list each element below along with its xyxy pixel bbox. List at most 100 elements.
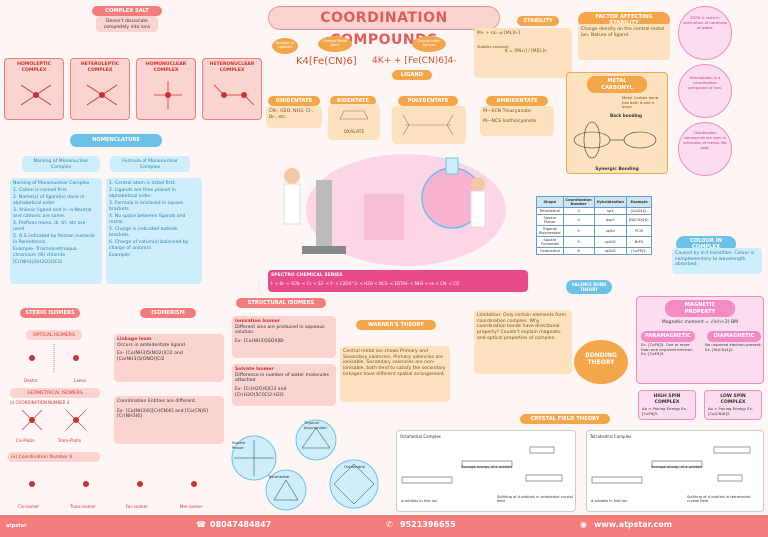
vbt-cell: Trigonal Bipyramidal	[536, 225, 564, 237]
heteroleptic-card: HETEROLEPTIC COMPLEX	[70, 58, 130, 120]
solvate-text: Difference in number of water molecules …	[235, 372, 329, 384]
unidentate-text: CN-, H2O, NH3, Cl-, Br-, etc.	[266, 106, 322, 128]
optical-heading: OPTICAL ISOMERS	[26, 330, 82, 340]
edta-note-text: EDTA is used in estimation of hardness o…	[683, 15, 727, 30]
vbt-cell: [CoCl4]2-	[625, 207, 653, 215]
homoleptic-heading: HOMOLEPTIC COMPLEX	[17, 62, 51, 73]
vbt-cell: 6	[562, 247, 595, 255]
edta-structure	[402, 114, 454, 136]
footer: atpstar ☎ 08047484847 ✆ 9521396655 ◉ www…	[0, 515, 768, 537]
vbt-cell: sp3d2	[593, 236, 627, 248]
hemoglobin-note-text: Hemoglobin is a coordination compound of…	[687, 75, 723, 90]
coordination-isomer-text: Coordination Entities are different.	[117, 399, 197, 404]
bidentate-box: OXALATE	[328, 104, 380, 140]
laevo-label: Laevo	[74, 378, 86, 383]
unidentate-heading: UNIDENTATE	[268, 96, 320, 106]
octa-split-label: Splitting of d-orbitals in octahedral cr…	[497, 495, 573, 504]
cft-heading: CRYSTAL FIELD THEORY	[520, 414, 610, 424]
heteroleptic-structure	[86, 85, 118, 106]
heteronuclear-heading: HETERONUCLEAR COMPLEX	[209, 62, 255, 73]
vbt-cell: sp3d2	[593, 247, 627, 255]
ligand-heading: LIGAND	[392, 70, 432, 80]
solvate-example: Ex- [Cr(H2O)6]Cl3 and [Cr(H2O)5Cl]Cl2·H2…	[235, 387, 287, 398]
formula-rule: 5. Charge is indicated outside brackets.	[109, 227, 178, 238]
stability-label: Stability constant	[477, 44, 509, 49]
tetra-avg-label: Average energy of d-orbitals	[651, 465, 703, 469]
central-metal-label: Central Metal Atom	[322, 39, 348, 47]
formula-rule: 2. Ligands are then placed in alphabetic…	[109, 188, 176, 199]
naming-rule: 2. Name(s) of ligand(s) done in alphabet…	[13, 195, 85, 207]
high-spin-heading: HIGH SPIN COMPLEX	[653, 394, 681, 405]
metal-carbonyl-note: Metal Carbon bond has both σ and π bond	[622, 95, 659, 110]
platin-structures	[21, 409, 87, 431]
vbt-col-hyb: Hybridization	[593, 196, 627, 208]
heteronuclear-card: HETERONUCLEAR COMPLEX	[202, 58, 262, 120]
ambidentate-heading: AMBIDENTATE	[486, 96, 548, 106]
ambidentate-text1: M—SCN Thiocyanate	[483, 109, 531, 114]
ambidentate-box: M—SCN Thiocyanate M—NCS Isothiocyanate	[480, 106, 554, 136]
cis-isomer-label: Cis-isomer	[18, 504, 40, 509]
tetra-splitting	[591, 446, 751, 484]
werner-heading: WARNER'S THEORY	[356, 320, 436, 330]
magnetic-moment: Magnetic moment = √n(n+2) BM	[661, 320, 739, 325]
ambidentate-text2: M—NCS Isothiocyanate	[483, 118, 537, 124]
magnetic-heading: MAGNETIC PROPERTY	[665, 300, 735, 317]
formula-rule: 4. No space between ligands and metal.	[109, 214, 186, 225]
formula-rules: 1. Central atom is listed first. 2. Liga…	[106, 178, 202, 284]
complex-salt-heading: COMPLEX SALT	[92, 6, 162, 16]
metal-carbonyl-heading: METAL CARBONYL	[587, 76, 647, 93]
phone-link-1[interactable]: 08047484847	[210, 520, 272, 529]
geometrical-heading: GEOMETRICAL ISOMERS	[10, 388, 100, 398]
bonding-theory-bubble: BONDING THEORY	[574, 340, 628, 384]
naming-heading: Naming of Mononuclear Complex	[22, 156, 100, 172]
naming-rule: 4. Prefixes mono, di, tri, etc are used.	[13, 221, 86, 233]
extraction-note-text: Coordination compounds are used in extra…	[683, 131, 727, 150]
solvate-box: Solvate Isomer Difference in number of w…	[232, 364, 336, 406]
formula-rule: 3. Formula is enclosed in square bracket…	[109, 201, 184, 212]
low-spin-heading: LOW SPIN COMPLEX	[720, 394, 746, 405]
naming-rule: Example- Triamminetriaqua chromium (III)…	[13, 247, 77, 259]
octahedral-label: Octahedral	[344, 464, 365, 469]
web-icon: ◉	[580, 520, 587, 529]
vbt-cell: [Ni(CN)4]2-	[625, 214, 653, 226]
extraction-note: Coordination compounds are used in extra…	[678, 122, 732, 176]
website-link[interactable]: www.atpstar.com	[594, 520, 673, 529]
solvate-heading: Solvate Isomer	[235, 367, 274, 372]
phone-link-2[interactable]: 9521396655	[400, 520, 456, 529]
vbt-col-shape: Shape	[536, 196, 564, 208]
vbt-cell: 5	[562, 236, 595, 248]
stereo-heading: STERIO ISOMERS	[20, 308, 80, 318]
limitation-text: Limitation: Only certain elements form c…	[474, 310, 572, 374]
naming-rules: Naming of Mononuclear Complex 1. Cation …	[10, 178, 102, 284]
coordination-isomer-box: Coordination Entities are different. Ex-…	[114, 396, 224, 444]
vbt-cell: Square Pyramidal	[536, 236, 564, 248]
bidentate-heading: BIDENTATE	[330, 96, 376, 106]
werner-text: Central metal ion shows Primary and Seco…	[340, 346, 450, 402]
vbt-cell: [CoF6]3-	[625, 247, 653, 255]
low-spin-box: LOW SPIN COMPLEX Δo > Pairing Energy Ex-…	[704, 390, 762, 420]
low-spin-text: Δo > Pairing Energy Ex- [Co(CN)6]3-	[708, 406, 754, 417]
vbt-cell: sp3	[593, 207, 627, 215]
linkage-heading: Linkage Isom	[117, 337, 152, 342]
ionisation-text: Different ions are produced in aqueous s…	[235, 324, 325, 336]
naming-rule: 5. O.S indicated by Roman numeral in Par…	[13, 234, 95, 246]
formula-rule: 1. Central atom is listed first.	[109, 181, 176, 186]
cn6-structures	[29, 481, 197, 487]
vbt-col-cn: Coordination Number	[562, 196, 595, 208]
formula-rule: 6. Charge of cation(s) balanced by charg…	[109, 240, 189, 251]
page-title: COORDINATION COMPOUNDS	[268, 6, 500, 48]
optical-isomers	[29, 344, 79, 374]
square-planar-label: Square Planar	[232, 440, 246, 450]
spectro-text: I- < Br- < SCN- < Cl- < S2- < F- < C2O4^…	[271, 280, 460, 286]
vbt-cell: Octahedral	[536, 247, 564, 255]
hemoglobin-note: Hemoglobin is a coordination compound of…	[678, 64, 732, 118]
brand-logo: atpstar	[6, 523, 27, 529]
octa-free-label: d-orbitals in free ion	[401, 499, 438, 503]
dextro-label: Dextro	[24, 378, 38, 383]
dia-heading: DIAMAGNETIC	[707, 331, 761, 342]
ionisation-example: Ex- [Co(NH3)5SO4]Br	[235, 339, 285, 345]
oxalate-structure	[339, 110, 369, 120]
ionisation-heading: Ionisation Isomer	[235, 319, 281, 324]
homoleptic-structure	[20, 85, 52, 106]
